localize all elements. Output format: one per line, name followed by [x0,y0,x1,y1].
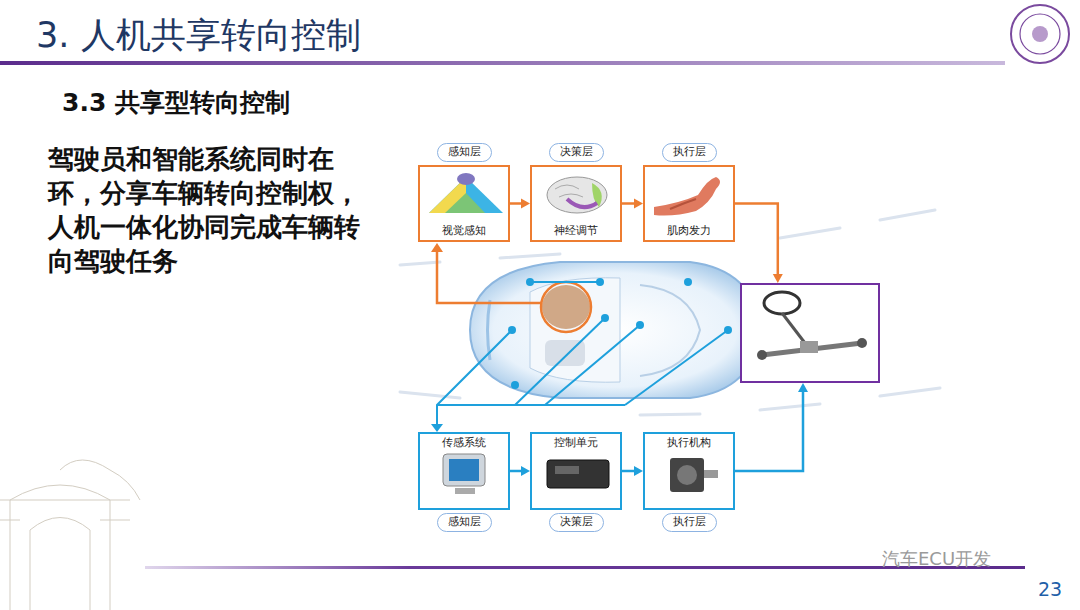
slide-title: 3. 人机共享转向控制 [36,12,361,59]
steering-system-box [740,283,880,383]
motor-icon [650,452,732,496]
layer-tag: 执行层 [662,513,717,532]
box-caption: 视觉感知 [420,223,508,238]
execution-box: 执行层肌肉发力 [643,165,735,242]
body-text: 驾驶员和智能系统同时在环，分享车辆转向控制权，人机一体化协同完成车辆转向驾驶任务 [48,142,383,278]
control-unit-box: 控制单元决策层 [530,432,622,510]
section-heading: 3.3 共享型转向控制 [62,86,290,119]
sensor-box: 传感系统感知层 [418,432,510,510]
steering-system-icon [742,285,878,381]
layer-tag: 感知层 [437,143,492,162]
ecu-icon [537,452,619,496]
monitor-icon [425,452,507,496]
watermark: 汽车ECU开发 [882,547,991,571]
layer-tag: 感知层 [437,513,492,532]
layer-tag: 决策层 [549,143,604,162]
box-caption: 肌肉发力 [645,223,733,238]
actuator-box: 执行机构执行层 [643,432,735,510]
page-number: 23 [1038,578,1062,600]
brain-icon [537,173,619,217]
connector-arrow [735,383,808,471]
box-caption: 神经调节 [532,223,620,238]
layer-tag: 执行层 [662,143,717,162]
connector-arrow [735,204,783,284]
eye-icon [425,173,507,217]
connector-arrow [510,466,530,476]
box-heading: 传感系统 [420,435,508,450]
connector-arrow [622,199,643,209]
arm-icon [650,173,732,217]
decision-box: 决策层神经调节 [530,165,622,242]
connector-arrow [622,466,643,476]
box-heading: 控制单元 [532,435,620,450]
connector-arrow [510,199,530,209]
box-heading: 执行机构 [645,435,733,450]
layer-tag: 决策层 [549,513,604,532]
perception-box: 感知层视觉感知 [418,165,510,242]
